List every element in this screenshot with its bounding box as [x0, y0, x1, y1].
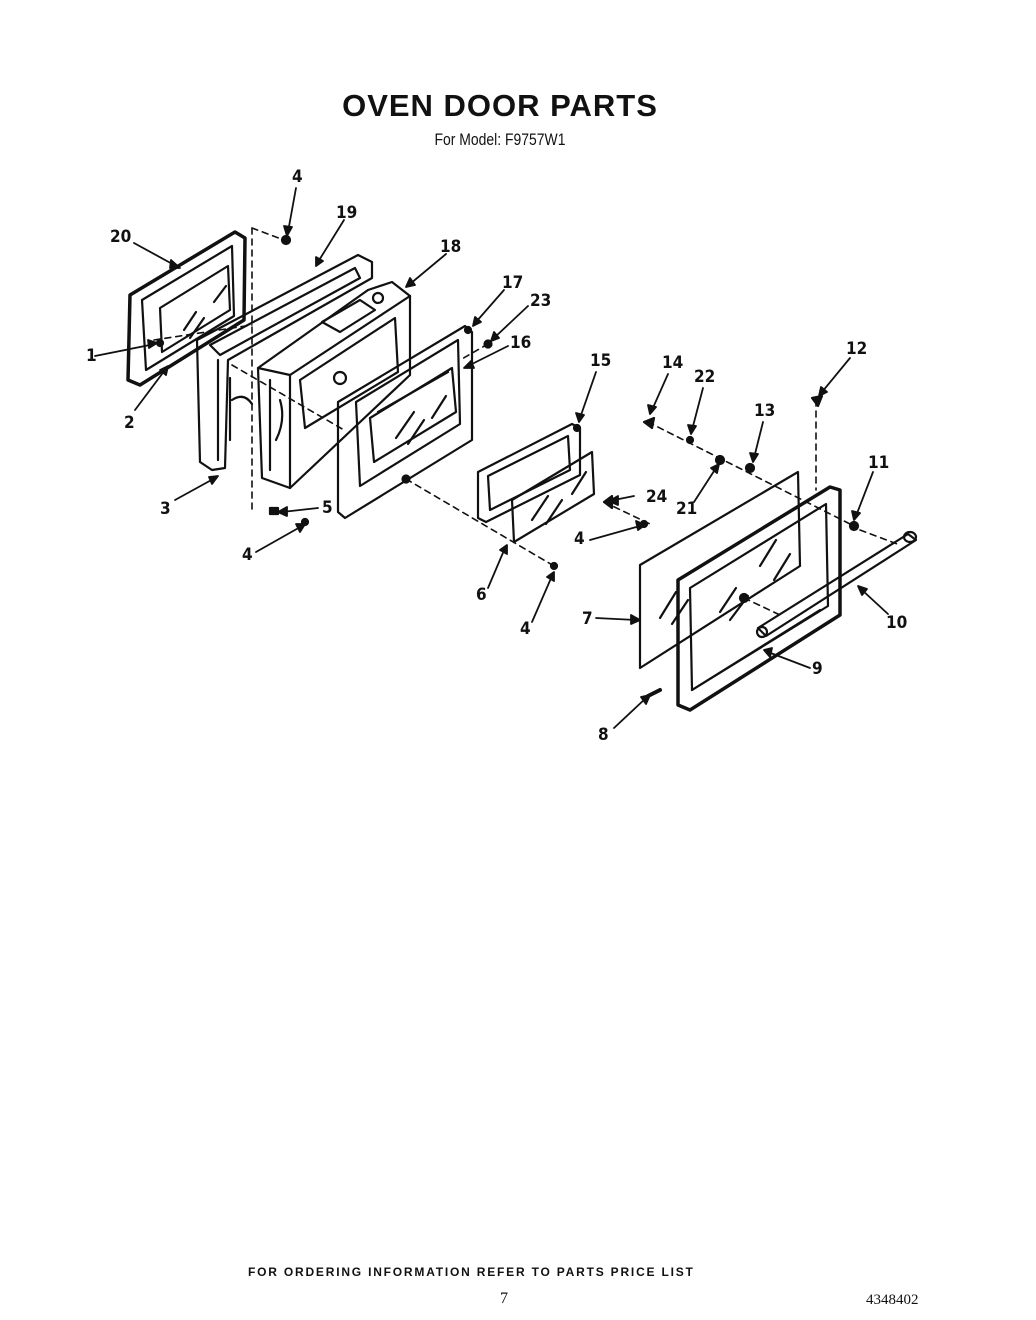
callout-9: 9: [812, 659, 823, 679]
callout-leaders: [94, 187, 889, 729]
callout-21: 21: [676, 499, 697, 519]
callout-20: 20: [110, 227, 131, 247]
document-number: 4348402: [866, 1292, 919, 1308]
page-title: OVEN DOOR PARTS: [342, 88, 658, 123]
callout-2: 2: [124, 413, 135, 433]
ordering-note: FOR ORDERING INFORMATION REFER TO PARTS …: [248, 1265, 695, 1279]
glass-retainer-part-15: [476, 422, 582, 524]
callout-19: 19: [336, 203, 357, 223]
page-number: 7: [500, 1290, 508, 1307]
callout-12: 12: [846, 339, 867, 359]
alignment-lines: [153, 227, 901, 616]
callout-6: 6: [476, 585, 487, 605]
callout-4-mid: 4: [574, 529, 585, 549]
door-handle-part-10: [755, 530, 918, 639]
callout-4-left: 4: [242, 545, 253, 565]
callout-labels: 1 2 3 4 4 5 6 4 4 7 8 9 10 11 12 13 14 1…: [86, 167, 907, 745]
door-insulation-part-18: [256, 280, 412, 490]
callout-24: 24: [646, 487, 667, 507]
callout-23: 23: [530, 291, 551, 311]
callout-16: 16: [510, 333, 531, 353]
callout-5: 5: [322, 498, 333, 518]
callout-15: 15: [590, 351, 611, 371]
callout-22: 22: [694, 367, 715, 387]
callout-1: 1: [86, 346, 97, 366]
callout-8: 8: [598, 725, 609, 745]
inner-door-panel-part-17: [336, 324, 474, 520]
callout-10: 10: [886, 613, 907, 633]
callout-17: 17: [502, 273, 523, 293]
outer-glass-part-7: [638, 470, 802, 670]
callout-14: 14: [662, 353, 683, 373]
callout-3: 3: [160, 499, 171, 519]
callout-18: 18: [440, 237, 461, 257]
callout-4-bottom: 4: [520, 619, 531, 639]
callout-4-top: 4: [292, 167, 303, 187]
door-gasket-part-19: [195, 253, 374, 472]
model-subtitle: For Model: F9757W1: [434, 130, 566, 149]
callout-11: 11: [868, 453, 889, 473]
inner-glass-part-16: [368, 366, 458, 464]
callout-7: 7: [582, 609, 593, 629]
callout-13: 13: [754, 401, 775, 421]
window-glass-part-6: [510, 450, 596, 544]
